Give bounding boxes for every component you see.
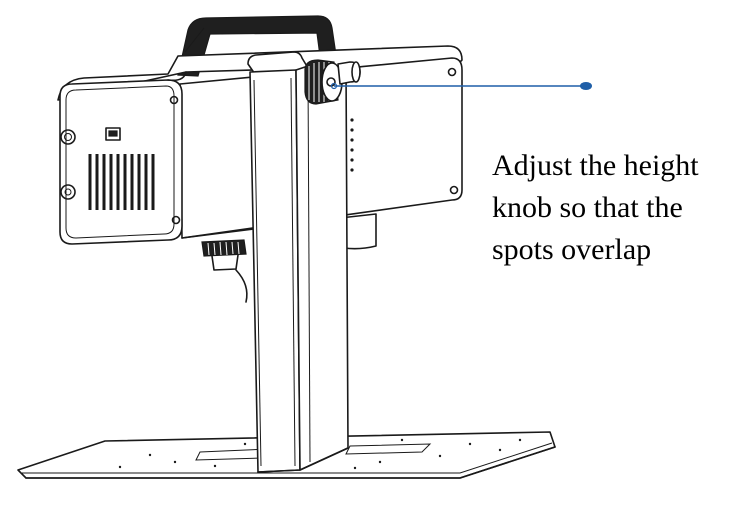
front-vent-grille bbox=[88, 154, 155, 210]
connector-port-icon bbox=[60, 184, 76, 200]
callout-anchor bbox=[330, 82, 338, 90]
front-panel bbox=[60, 127, 155, 210]
callout-line-3: spots overlap bbox=[492, 233, 652, 266]
vertical-column bbox=[247, 51, 349, 473]
callout-endpoint-dot bbox=[580, 82, 592, 90]
callout-line-2: knob so that the bbox=[492, 191, 683, 224]
callout-line-1: Adjust the height bbox=[492, 149, 699, 182]
height-adjust-knob bbox=[304, 59, 361, 105]
callout-pointer bbox=[330, 82, 592, 90]
clamp-knob bbox=[201, 239, 248, 303]
power-button-icon bbox=[60, 129, 76, 145]
callout-caption: Adjust the height knob so that the spots… bbox=[492, 145, 732, 271]
usb-port-icon bbox=[105, 127, 121, 141]
